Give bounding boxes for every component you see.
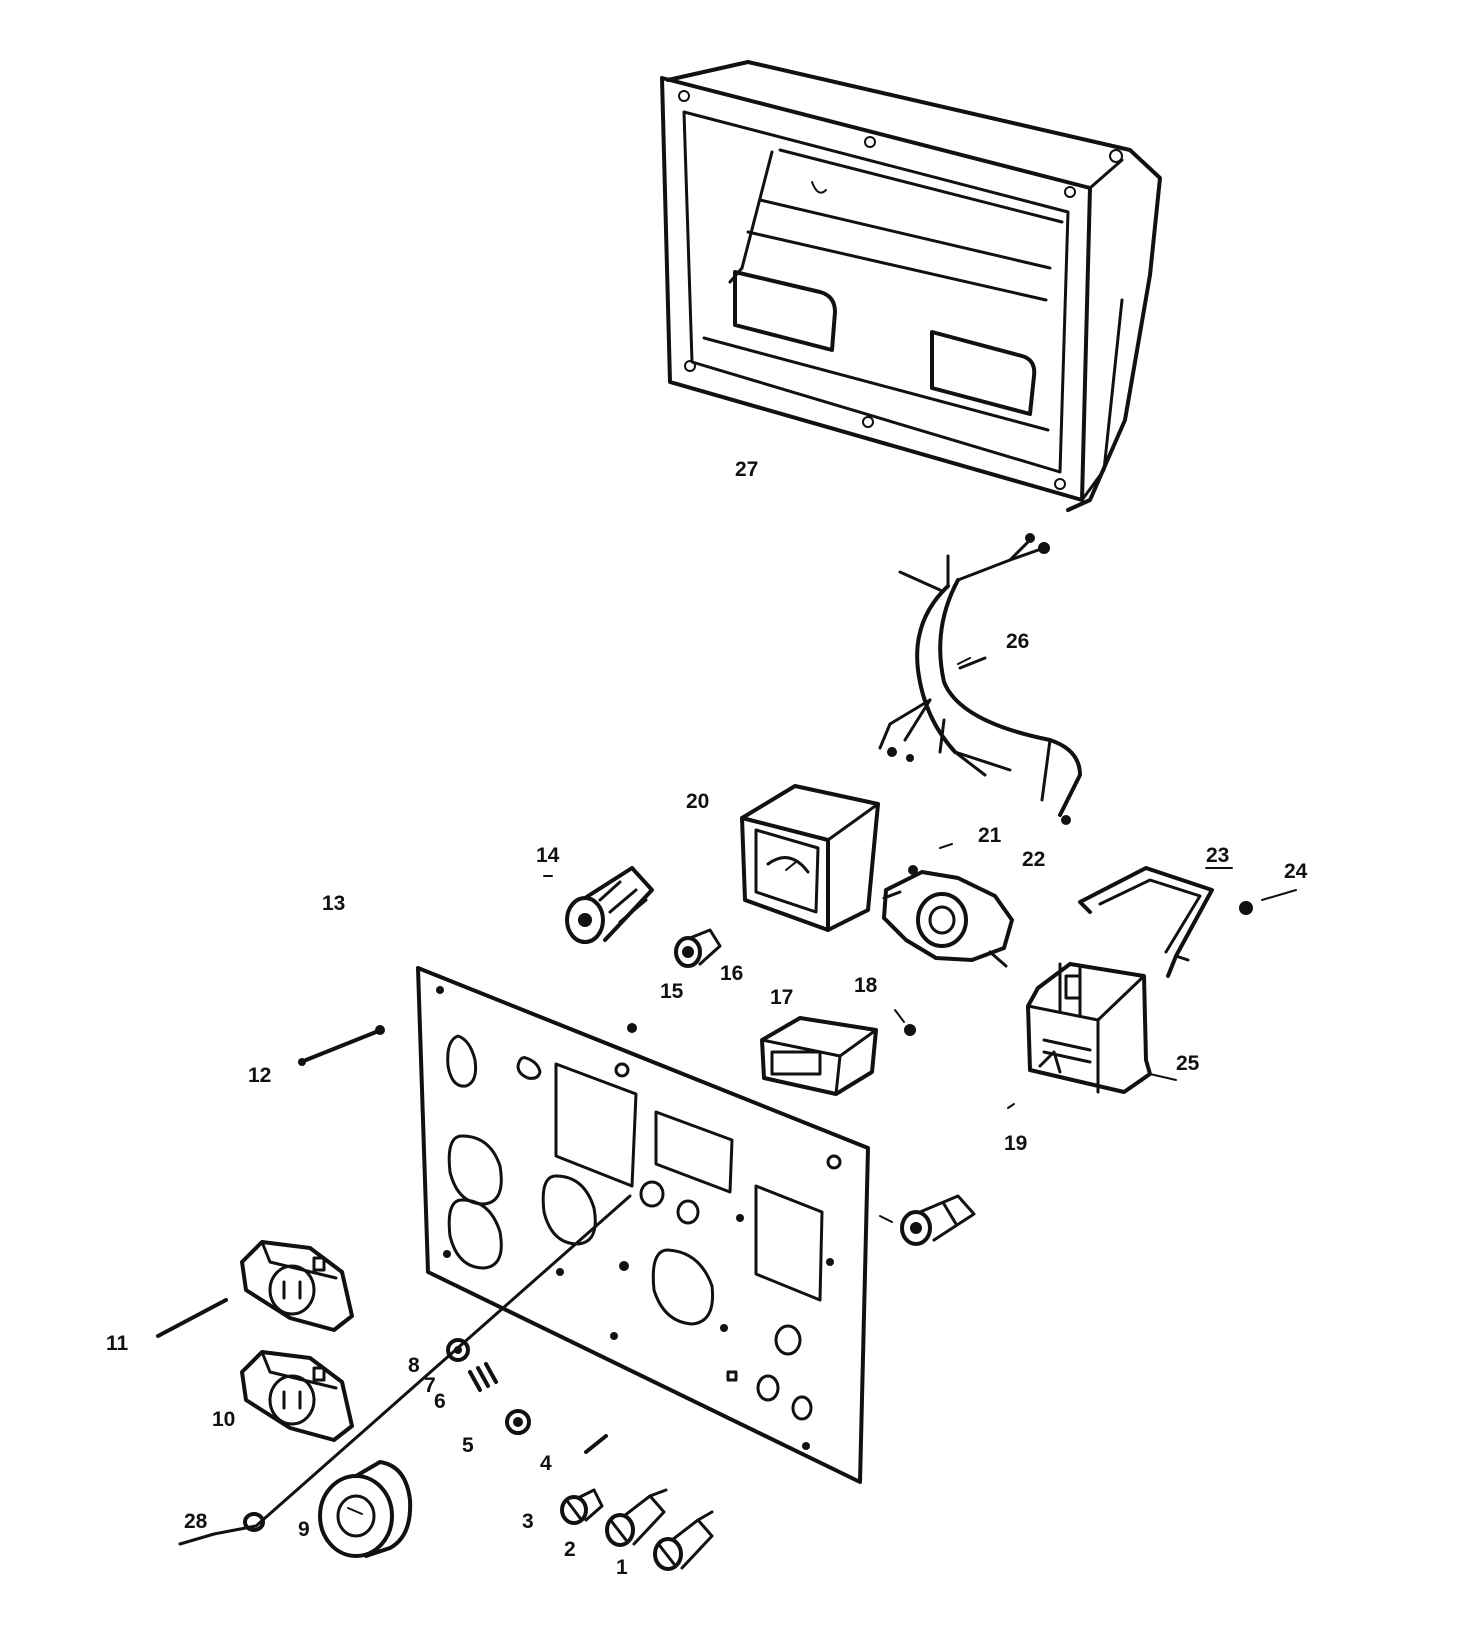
label-4: 4 xyxy=(540,1452,552,1475)
label-25: 25 xyxy=(1176,1052,1200,1075)
label-14: 14 xyxy=(536,844,560,867)
label-26: 26 xyxy=(1006,630,1029,653)
leader-lines xyxy=(543,657,1233,877)
label-28: 28 xyxy=(184,1510,208,1533)
twist-lock-receptacle xyxy=(318,1460,413,1558)
label-21: 21 xyxy=(978,824,1002,847)
label-6: 6 xyxy=(434,1390,446,1413)
label-19: 19 xyxy=(1004,1132,1027,1155)
rotary-switch-knob xyxy=(565,866,654,944)
control-box-housing xyxy=(660,60,1162,512)
label-16: 16 xyxy=(720,962,743,985)
fuse-holder xyxy=(653,1510,714,1571)
part-labels: 27 26 20 21 22 23 24 14 13 16 15 17 18 2… xyxy=(106,458,1308,1579)
label-15: 15 xyxy=(660,980,684,1003)
screw xyxy=(298,1025,385,1066)
fuse-cap xyxy=(560,1488,604,1525)
label-8: 8 xyxy=(408,1354,420,1377)
label-9: 9 xyxy=(298,1518,310,1541)
bracket xyxy=(1078,866,1214,978)
label-7: 7 xyxy=(424,1374,436,1397)
duplex-receptacle xyxy=(156,1240,354,1338)
fuse-holder xyxy=(605,1488,668,1547)
indicator-light xyxy=(674,928,722,968)
fuse-holder xyxy=(879,1103,1015,1246)
label-3: 3 xyxy=(522,1510,534,1533)
nut xyxy=(1239,889,1297,915)
label-18: 18 xyxy=(854,974,878,997)
label-5: 5 xyxy=(462,1434,474,1457)
label-23: 23 xyxy=(1206,844,1229,867)
fuse xyxy=(584,1434,608,1454)
label-12: 12 xyxy=(248,1064,271,1087)
spring-washer xyxy=(468,1362,498,1392)
label-11: 11 xyxy=(106,1332,129,1355)
label-13: 13 xyxy=(322,892,345,915)
washer xyxy=(446,1338,470,1362)
label-27: 27 xyxy=(735,458,758,481)
wire-harness xyxy=(878,533,1082,825)
nut xyxy=(505,1409,531,1435)
receptacle-twist-lock xyxy=(882,865,1014,968)
label-22: 22 xyxy=(1022,848,1045,871)
label-24: 24 xyxy=(1284,860,1308,883)
circuit-breaker xyxy=(1026,962,1177,1094)
label-17: 17 xyxy=(770,986,793,1009)
duplex-receptacle xyxy=(240,1350,354,1442)
nut xyxy=(894,1009,916,1036)
label-1: 1 xyxy=(616,1556,628,1579)
label-10: 10 xyxy=(212,1408,235,1431)
meter xyxy=(740,784,880,932)
front-control-panel xyxy=(416,966,870,1484)
hour-meter xyxy=(760,1016,878,1096)
label-20: 20 xyxy=(686,790,709,813)
label-2: 2 xyxy=(564,1538,576,1561)
grounding-wire xyxy=(178,1194,632,1546)
